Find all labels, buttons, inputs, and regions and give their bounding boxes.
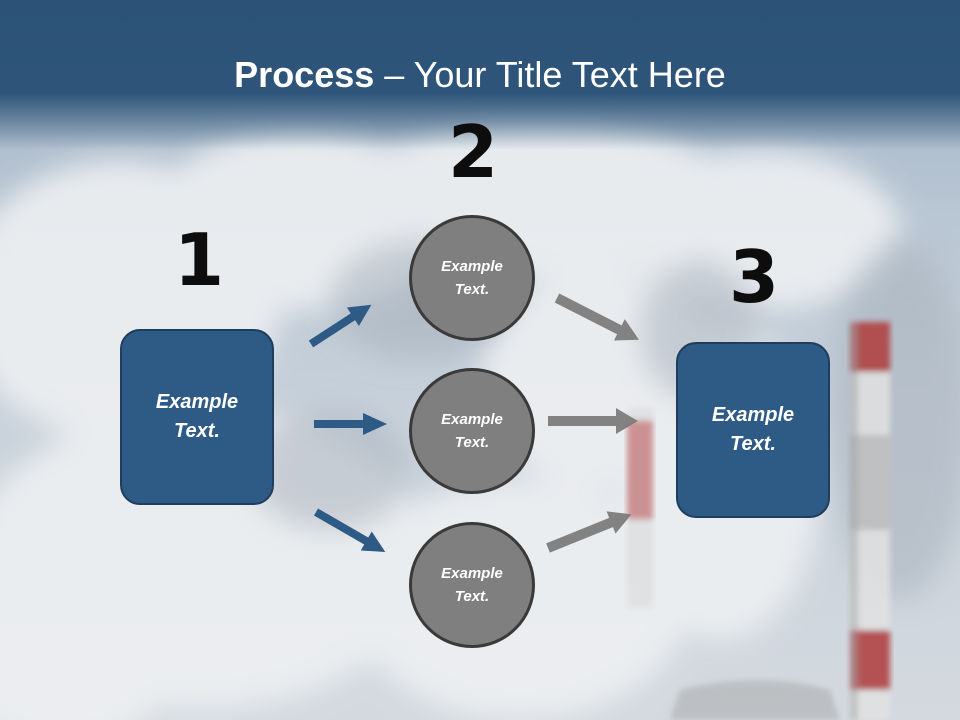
- blue-arrow-right: [314, 413, 387, 435]
- step-2-circle-bottom[interactable]: Example Text.: [409, 522, 535, 648]
- blue-arrow-down-right: [314, 508, 386, 552]
- title-bold: Process: [234, 54, 375, 95]
- step-1-text: Example Text.: [155, 391, 239, 442]
- step-2-circle-top[interactable]: Example Text.: [409, 215, 535, 341]
- title-rest: – Your Title Text Here: [374, 54, 726, 95]
- title-bar: [0, 0, 960, 150]
- step-number-3: 3: [728, 235, 780, 319]
- circle-top-text: Example Text.: [441, 257, 503, 298]
- step-1-box[interactable]: Example Text.: [120, 329, 274, 505]
- slide-title: Process – Your Title Text Here: [0, 54, 960, 96]
- step-number-2: 2: [447, 110, 499, 194]
- blue-arrow-up-right: [308, 304, 372, 348]
- step-3-text: Example Text.: [711, 404, 795, 455]
- gray-arrow-right: [548, 408, 638, 434]
- gray-arrow-down-right: [554, 293, 639, 341]
- circle-middle-text: Example Text.: [441, 410, 503, 451]
- step-number-1: 1: [173, 218, 225, 302]
- step-3-box[interactable]: Example Text.: [676, 342, 830, 518]
- gray-arrow-up-right: [546, 511, 632, 553]
- step-2-circle-middle[interactable]: Example Text.: [409, 368, 535, 494]
- circle-bottom-text: Example Text.: [441, 564, 503, 605]
